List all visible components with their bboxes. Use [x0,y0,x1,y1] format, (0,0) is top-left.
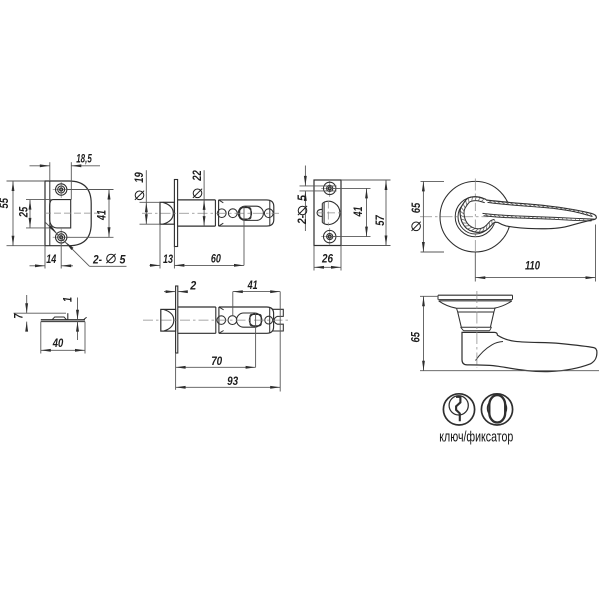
svg-text:60: 60 [211,252,221,266]
svg-text:5: 5 [120,252,126,266]
svg-text:14: 14 [46,252,56,266]
svg-text:70: 70 [211,354,222,368]
svg-text:65: 65 [409,203,423,214]
svg-text:41: 41 [95,210,109,221]
svg-text:2-: 2- [92,252,102,266]
svg-text:25: 25 [17,207,31,219]
svg-text:55: 55 [0,198,11,209]
svg-text:18,5: 18,5 [76,151,92,165]
svg-text:2-: 2- [295,215,309,225]
svg-text:41: 41 [247,278,258,292]
svg-text:2: 2 [189,279,196,293]
svg-text:7: 7 [12,313,26,319]
svg-text:110: 110 [525,259,540,273]
svg-text:1: 1 [60,297,74,302]
svg-text:65: 65 [408,332,422,343]
svg-text:ключ/фиксатор: ключ/фиксатор [439,429,513,445]
svg-text:22: 22 [190,170,204,182]
svg-text:5: 5 [295,195,309,201]
svg-text:26: 26 [321,251,333,265]
svg-text:40: 40 [52,336,64,350]
svg-text:19: 19 [132,172,146,183]
svg-text:41: 41 [351,206,365,217]
svg-text:93: 93 [227,374,238,388]
svg-text:57: 57 [373,214,387,226]
svg-text:13: 13 [163,252,173,266]
